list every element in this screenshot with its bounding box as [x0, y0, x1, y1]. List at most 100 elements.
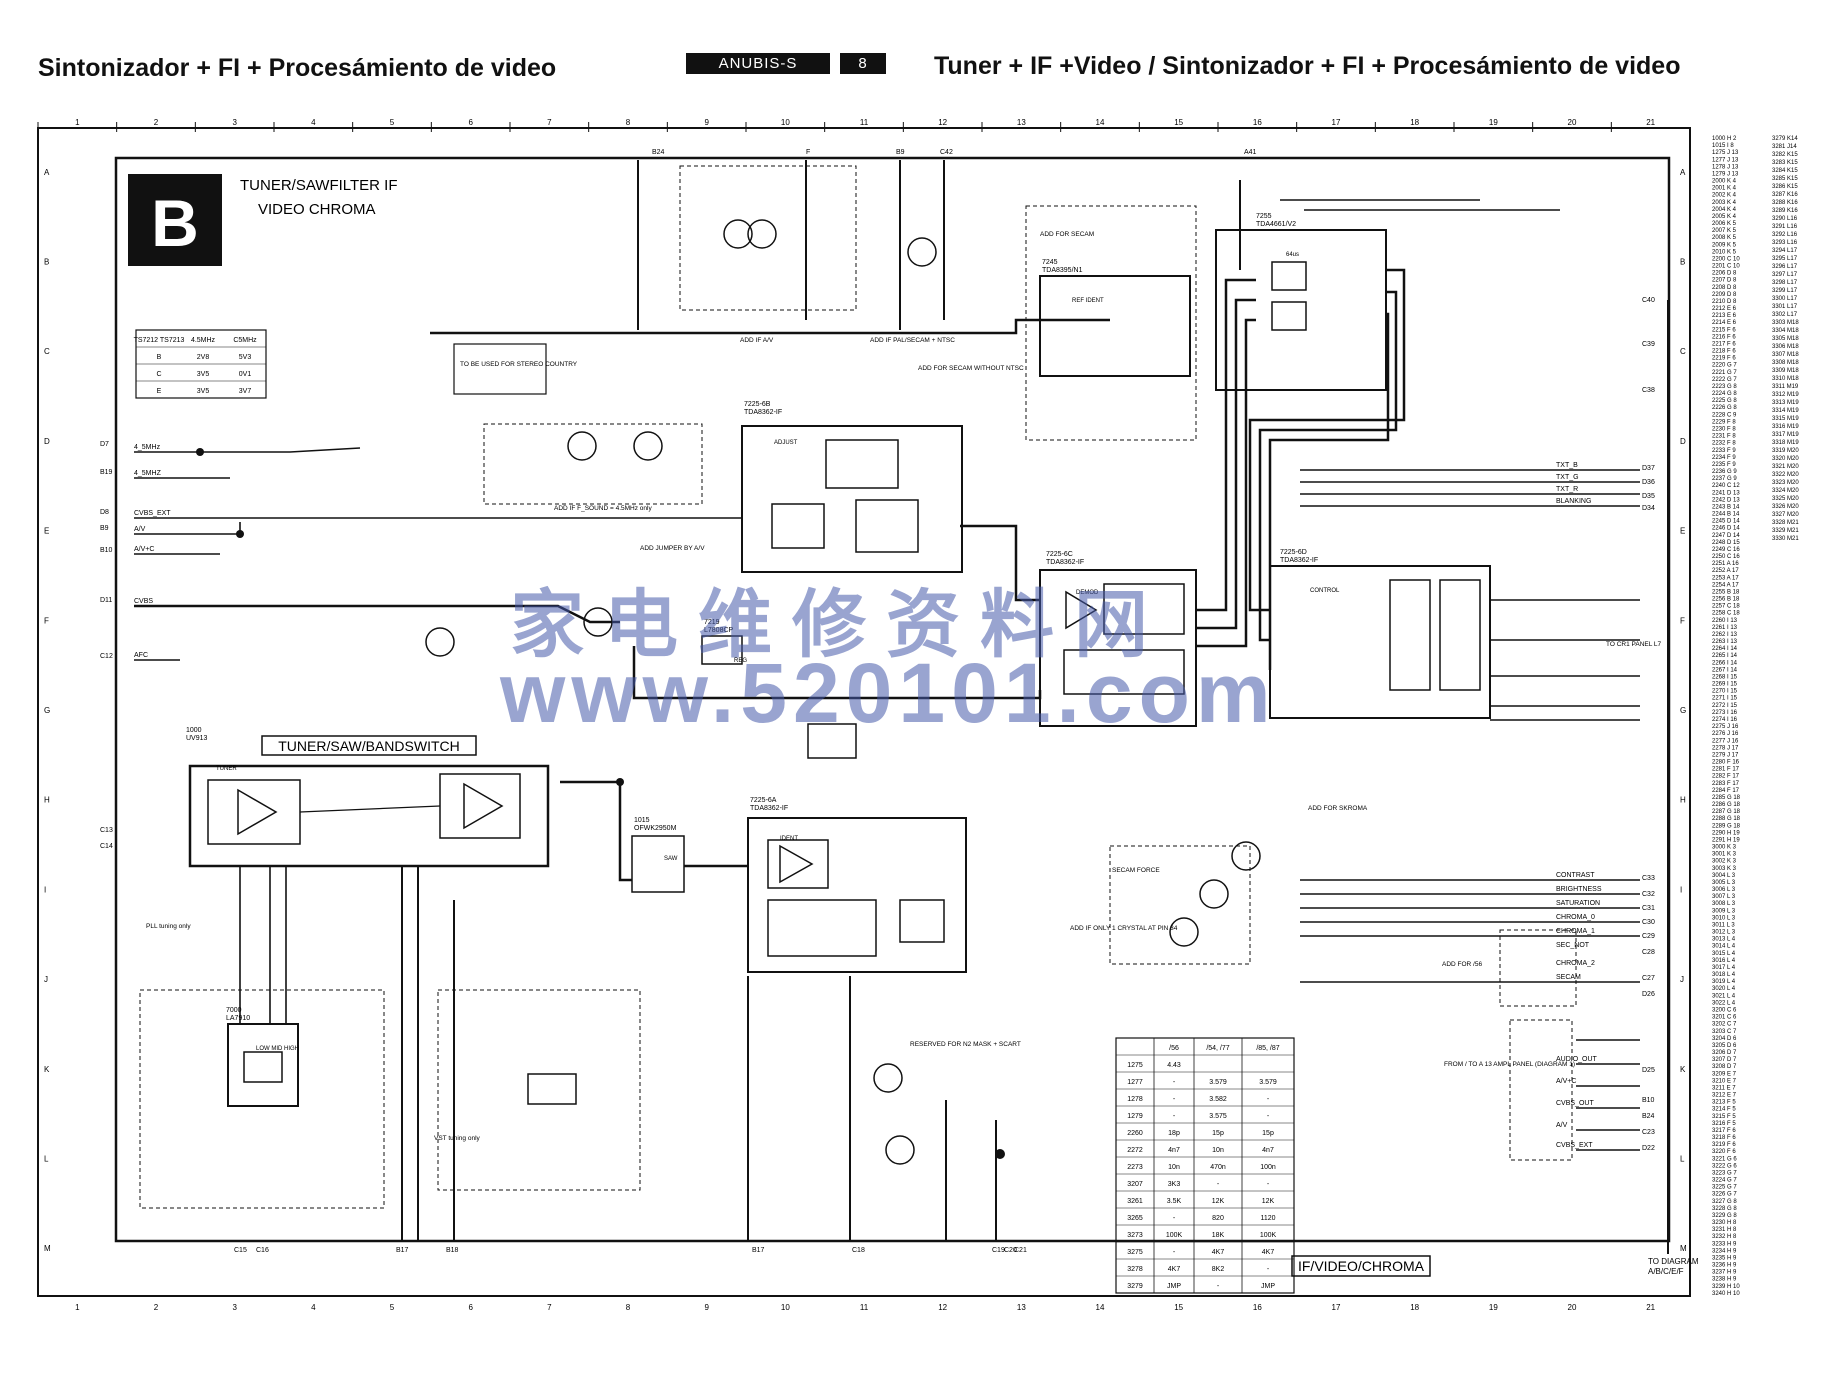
ic-ref: 7225-6A [750, 797, 777, 804]
index-entry: 2243 B 14 [1712, 504, 1740, 510]
bottom-connector: C16 [256, 1247, 269, 1254]
index-entry: 3232 H 8 [1712, 1234, 1737, 1240]
index-entry: 2237 G 9 [1712, 476, 1737, 482]
index-entry: 3317 M19 [1772, 432, 1799, 438]
values-table-cell: 15p [1212, 1130, 1224, 1137]
values-table-cell: 18p [1168, 1130, 1180, 1137]
index-entry: 3227 G 8 [1712, 1199, 1737, 1205]
index-entry: 3212 E 7 [1712, 1093, 1737, 1099]
index-entry: 3003 K 3 [1712, 866, 1737, 872]
index-entry: 2260 I 13 [1712, 618, 1738, 624]
index-entry: 2002 K 4 [1712, 193, 1737, 199]
index-entry: 3325 M20 [1772, 496, 1799, 502]
index-entry: 3284 K15 [1772, 168, 1798, 174]
index-entry: 3285 K15 [1772, 176, 1798, 182]
grid-col-bottom: 18 [1410, 1303, 1419, 1312]
ic-function: IDENT [780, 836, 798, 842]
grid-col-top: 5 [390, 118, 395, 127]
pll-block [1063, 649, 1185, 695]
bottom-connector: B17 [396, 1247, 409, 1254]
crystal-table-cell: E [157, 388, 162, 395]
ic-function: DEMOD [1076, 590, 1099, 596]
index-entry: 2240 C 12 [1712, 483, 1740, 489]
index-entry: 2206 D 8 [1712, 271, 1737, 277]
ic-type: TDA8362-IF [1046, 559, 1084, 566]
grid-row-left: C [44, 347, 50, 356]
right-connector: C31 [1642, 905, 1655, 912]
right-connector: B24 [1642, 1113, 1655, 1120]
index-entry: 3237 H 9 [1712, 1270, 1737, 1276]
grid-col-top: 9 [704, 118, 709, 127]
grid-col-top: 18 [1410, 118, 1419, 127]
right-signal-label: AUDIO_OUT [1556, 1056, 1598, 1063]
ic-type: TDA4661/V2 [1256, 221, 1296, 228]
grid-col-top: 13 [1017, 118, 1026, 127]
grid-col-bottom: 6 [468, 1303, 473, 1312]
index-entry: 3240 H 10 [1712, 1291, 1740, 1297]
bottom-connector: C21 [1014, 1247, 1027, 1254]
grid-row-right: I [1680, 885, 1682, 894]
tuner-module [188, 764, 550, 868]
if-amp [779, 844, 814, 884]
right-connector: D37 [1642, 465, 1655, 472]
index-entry: 3013 L 4 [1712, 937, 1736, 943]
index-entry: 2277 J 16 [1712, 738, 1739, 744]
index-entry: 3202 C 7 [1712, 1022, 1737, 1028]
values-table-cell: 2273 [1127, 1164, 1143, 1171]
bottom-connector: C19 [992, 1247, 1005, 1254]
values-table-cell: 2272 [1127, 1147, 1143, 1154]
grid-row-left: H [44, 796, 50, 805]
grid-col-top: 17 [1332, 118, 1341, 127]
right-signal-label: TXT_B [1556, 462, 1578, 469]
grid-row-left: D [44, 437, 50, 446]
index-entry: 3281 J14 [1772, 144, 1797, 150]
grid-col-bottom: 10 [781, 1303, 790, 1312]
grid-col-bottom: 13 [1017, 1303, 1026, 1312]
values-table-cell: 100n [1260, 1164, 1276, 1171]
grid-col-bottom: 1 [75, 1303, 80, 1312]
index-entry: 2257 C 18 [1712, 604, 1740, 610]
grid-col-top: 16 [1253, 118, 1262, 127]
ic-7225-6b-adjust [825, 439, 899, 489]
stereo-note-box [453, 343, 547, 395]
grid-row-right: H [1680, 796, 1686, 805]
bottom-connector: C18 [852, 1247, 865, 1254]
index-entry: 3299 L17 [1772, 288, 1798, 294]
ic-ref: 7255 [1256, 213, 1272, 220]
grid-row-right: C [1680, 347, 1686, 356]
right-connector: C23 [1642, 1129, 1655, 1136]
index-entry: 2224 G 8 [1712, 391, 1737, 397]
index-entry: 3021 L 4 [1712, 993, 1736, 999]
index-entry: 3000 K 3 [1712, 845, 1737, 851]
grid-col-bottom: 17 [1332, 1303, 1341, 1312]
watermark-chinese: 家电维修资料网 [510, 583, 1168, 666]
index-entry: 2254 A 17 [1712, 582, 1739, 588]
grid-col-bottom: 8 [626, 1303, 631, 1312]
index-entry: 2000 K 4 [1712, 179, 1737, 185]
schematic-note: TO CR1 PANEL L7 [1606, 641, 1662, 648]
grid-row-right: G [1680, 706, 1686, 715]
index-entry: 3323 M20 [1772, 480, 1799, 486]
index-entry: 1277 J 13 [1712, 157, 1739, 163]
schematic-note: PLL tuning only [146, 923, 191, 930]
grid-col-top: 21 [1646, 118, 1655, 127]
right-connector: C38 [1642, 387, 1655, 394]
index-entry: 2216 F 6 [1712, 334, 1736, 340]
left-connector: D11 [100, 597, 112, 604]
index-entry: 2270 I 15 [1712, 689, 1738, 695]
dds-blank [1439, 579, 1481, 691]
index-entry: 2290 H 19 [1712, 830, 1740, 836]
values-table-cell: 3275 [1127, 1249, 1143, 1256]
index-entry: 3011 L 3 [1712, 922, 1735, 928]
values-table-cell: 4K7 [1262, 1249, 1275, 1256]
index-entry: 2007 K 5 [1712, 228, 1737, 234]
index-entry: 3319 M20 [1772, 448, 1799, 454]
ic-7225-6c [1039, 569, 1197, 727]
index-entry: 3226 G 7 [1712, 1192, 1737, 1198]
values-table-cell: 1120 [1260, 1215, 1275, 1222]
signal-wires [134, 160, 1669, 1254]
schematic-note: VST tuning only [434, 1135, 481, 1142]
index-entry: 3219 F 6 [1712, 1142, 1736, 1148]
values-table-cell: 4n7 [1262, 1147, 1274, 1154]
